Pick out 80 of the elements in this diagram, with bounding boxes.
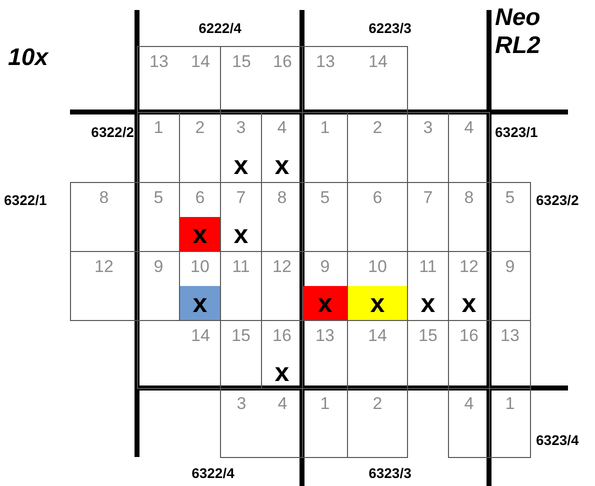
cell-number: 14 <box>367 326 388 346</box>
plot-label: 6323/4 <box>536 431 580 450</box>
cell-number: 3 <box>236 394 248 414</box>
cell-number: 13 <box>500 326 520 346</box>
grid-cell <box>302 46 408 113</box>
x-mark: x <box>318 289 332 317</box>
plot-label: 6222/4 <box>198 19 242 38</box>
x-mark: x <box>234 220 248 248</box>
plot-label: 6322/4 <box>190 464 236 483</box>
heading-label: Neo RL2 <box>495 4 542 60</box>
cell-number: 13 <box>315 52 336 72</box>
x-mark: x <box>274 358 290 386</box>
cell-number: 4 <box>463 118 475 138</box>
cell-number: 1 <box>152 118 164 138</box>
x-mark: x <box>192 220 208 248</box>
cell-number: 5 <box>504 188 516 208</box>
cell-number: 9 <box>319 257 331 277</box>
cell-number: 2 <box>372 118 384 138</box>
cell-number: 6 <box>372 188 384 208</box>
grid-cell <box>220 388 303 458</box>
x-mark: x <box>420 289 436 317</box>
cell-number: 5 <box>319 188 331 208</box>
plot-label: 6223/3 <box>368 19 412 38</box>
plot-label: 6322/1 <box>4 191 48 210</box>
cell-number: 2 <box>194 118 206 138</box>
x-mark: x <box>234 150 248 178</box>
grid-cell <box>347 388 408 458</box>
cell-number: 10 <box>190 257 210 277</box>
cell-number: 8 <box>276 188 288 208</box>
cell-number: 3 <box>235 118 247 138</box>
cell-number: 4 <box>276 118 288 138</box>
cell-number: 5 <box>152 188 164 208</box>
cell-number: 8 <box>463 188 475 208</box>
x-mark: x <box>370 289 385 317</box>
cell-number: 14 <box>190 326 211 346</box>
cell-number: 16 <box>458 326 480 346</box>
cell-number: 10 <box>367 257 388 277</box>
cell-number: 11 <box>231 257 251 277</box>
grid-cell <box>448 112 490 183</box>
plot-label: 6322/2 <box>90 123 134 142</box>
cell-number: 8 <box>98 188 110 208</box>
cell-number: 15 <box>418 326 438 346</box>
grid-cell <box>448 388 490 458</box>
cell-number: 14 <box>190 52 211 72</box>
grid-cell <box>489 388 531 458</box>
cell-number: 1 <box>319 394 331 414</box>
cell-number: 9 <box>152 257 164 277</box>
grid-cell <box>137 46 221 113</box>
grid-cell <box>70 251 138 321</box>
grid-cell <box>137 320 221 389</box>
cell-number: 13 <box>314 326 336 346</box>
cell-number: 6 <box>194 188 206 208</box>
cell-number: 12 <box>458 257 480 277</box>
cell-number: 7 <box>422 188 434 208</box>
cell-number: 1 <box>504 394 516 414</box>
plot-label: 6323/3 <box>368 464 412 483</box>
grid-cell <box>489 182 531 252</box>
cell-number: 13 <box>148 52 170 72</box>
plot-label: 6323/1 <box>495 123 539 142</box>
cell-number: 2 <box>372 394 384 414</box>
cell-number: 16 <box>272 52 293 72</box>
cell-number: 11 <box>418 257 438 277</box>
grid-cell <box>70 182 138 252</box>
heading-label: 10x <box>8 44 50 72</box>
cell-number: 15 <box>231 52 252 72</box>
cell-number: 1 <box>319 118 331 138</box>
cell-number: 14 <box>368 52 388 72</box>
cell-number: 3 <box>422 118 434 138</box>
cell-number: 16 <box>272 326 292 346</box>
plot-label: 6323/2 <box>536 191 580 210</box>
x-mark: x <box>192 289 208 317</box>
cell-number: 9 <box>504 257 516 277</box>
x-mark: x <box>274 150 290 178</box>
cell-number: 4 <box>276 394 288 414</box>
cell-number: 4 <box>463 394 475 414</box>
cell-number: 7 <box>235 188 247 208</box>
cell-number: 15 <box>230 326 252 346</box>
cell-number: 12 <box>94 257 114 277</box>
cell-number: 12 <box>272 257 292 277</box>
x-mark: x <box>462 289 476 317</box>
